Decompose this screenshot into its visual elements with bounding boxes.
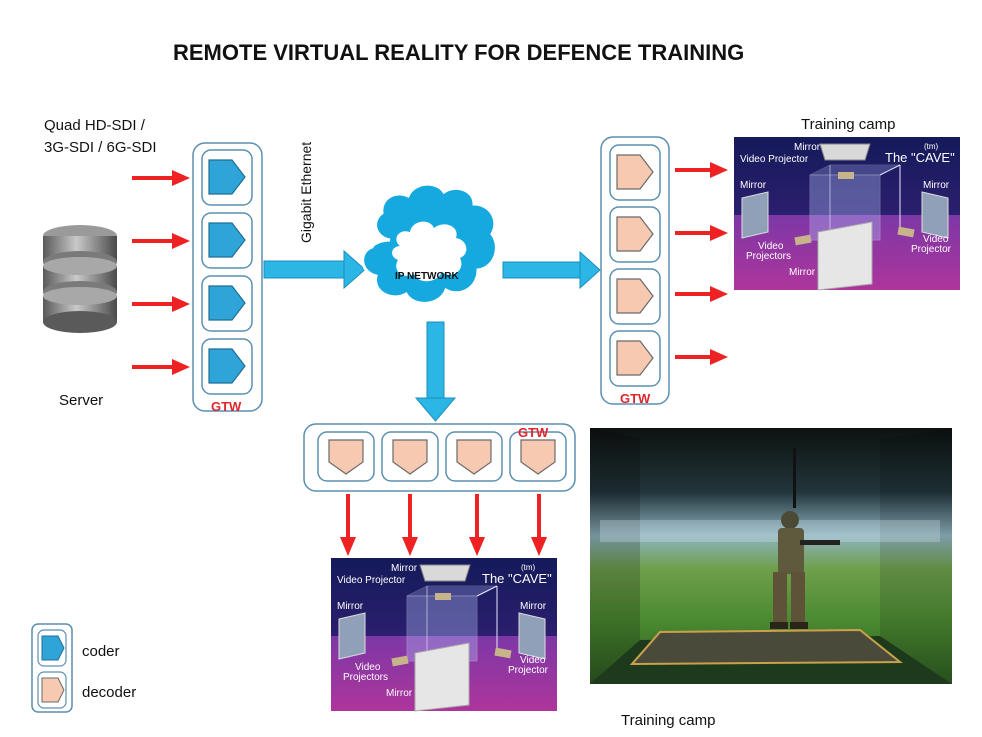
- coder-icon: [208, 222, 246, 258]
- output-arrow: [675, 286, 728, 302]
- coder-unit: [201, 212, 253, 269]
- decoder-unit: [317, 431, 375, 482]
- cave-name: The "CAVE": [482, 571, 552, 586]
- cave-video-projector-right-2: Projector: [508, 665, 549, 676]
- flow-arrow-to-bottom-gateway: [414, 321, 457, 422]
- input-arrow: [132, 296, 190, 312]
- cave-video-projector-right-1: Video: [520, 655, 546, 666]
- decoder-icon: [616, 340, 654, 376]
- cave-mirror-right: Mirror: [520, 601, 547, 612]
- decoder-icon: [328, 439, 364, 475]
- input-arrow: [132, 233, 190, 249]
- flow-arrow-to-right-gateway: [502, 250, 601, 290]
- gateway-label: GTW: [518, 425, 549, 440]
- cave-mirror-right: Mirror: [923, 180, 950, 191]
- legend-coder: [37, 629, 67, 667]
- cave-mirror-top: Mirror: [794, 142, 821, 153]
- page-title: REMOTE VIRTUAL REALITY FOR DEFENCE TRAIN…: [173, 40, 745, 65]
- cave-mirror-left: Mirror: [740, 180, 767, 191]
- coder-icon: [208, 159, 246, 195]
- coder-unit: [201, 338, 253, 395]
- cave-video-projectors-1: Video: [355, 662, 381, 673]
- flow-arrow-to-network: [263, 249, 366, 290]
- training-camp-label: Training camp: [621, 712, 715, 729]
- coder-icon: [208, 285, 246, 321]
- cave-mirror-left: Mirror: [337, 601, 364, 612]
- decoder-unit: [381, 431, 439, 482]
- server-icon: [43, 225, 117, 333]
- coder-unit: [201, 149, 253, 206]
- output-arrow: [340, 494, 356, 556]
- cave-tm: (tm): [521, 563, 536, 572]
- decoder-icon: [616, 278, 654, 314]
- input-label-line1: Quad HD-SDI /: [44, 117, 146, 134]
- coder-unit: [201, 275, 253, 332]
- decoder-icon: [392, 439, 428, 475]
- cave-video-projector-right-1: Video: [923, 234, 949, 245]
- output-arrow: [402, 494, 418, 556]
- decoder-icon: [616, 216, 654, 252]
- decoder-unit: [609, 206, 661, 263]
- legend-coder-label: coder: [82, 643, 120, 660]
- input-arrow: [132, 359, 190, 375]
- coder-icon: [41, 635, 65, 661]
- output-arrow: [469, 494, 485, 556]
- cave-tm: (tm): [924, 142, 939, 151]
- decoder-unit: [445, 431, 503, 482]
- cave-name: The "CAVE": [885, 150, 955, 165]
- cave-video-projector: Video Projector: [740, 154, 809, 165]
- gateway-label: GTW: [211, 399, 242, 414]
- cave-video-projector-right-2: Projector: [911, 244, 952, 255]
- network-label: IP NETWORK: [395, 271, 459, 282]
- decoder-unit: [609, 268, 661, 325]
- decoder-icon: [616, 154, 654, 190]
- training-camp-label: Training camp: [801, 116, 895, 133]
- input-arrow: [132, 170, 190, 186]
- decoder-icon: [456, 439, 492, 475]
- legend-decoder-label: decoder: [82, 684, 136, 701]
- decoder-icon: [41, 677, 65, 703]
- output-arrow: [675, 349, 728, 365]
- input-label-line2: 3G-SDI / 6G-SDI: [44, 139, 157, 156]
- cave-video-projector: Video Projector: [337, 575, 406, 586]
- decoder-unit: [509, 431, 567, 482]
- cave-video-projectors-1: Video: [758, 241, 784, 252]
- ethernet-label: Gigabit Ethernet: [298, 142, 314, 243]
- output-arrow: [675, 162, 728, 178]
- legend-decoder: [37, 671, 67, 709]
- coder-icon: [208, 348, 246, 384]
- cave-mirror-top: Mirror: [391, 563, 418, 574]
- cave-mirror-bottom: Mirror: [386, 688, 413, 699]
- cloud-icon: [361, 182, 498, 305]
- cave-mirror-bottom: Mirror: [789, 267, 816, 278]
- server-label: Server: [59, 392, 103, 409]
- decoder-unit: [609, 144, 661, 201]
- cave-video-projectors-2: Projectors: [746, 251, 791, 262]
- cave-diagram-image: Mirror Video Projector (tm) The "CAVE" M…: [331, 558, 557, 712]
- cave-video-projectors-2: Projectors: [343, 672, 388, 683]
- decoder-icon: [520, 439, 556, 475]
- decoder-unit: [609, 330, 661, 387]
- output-arrow: [675, 225, 728, 241]
- gateway-label: GTW: [620, 391, 651, 406]
- training-photo: [590, 428, 952, 684]
- cave-diagram-image: Mirror Video Projector (tm) The "CAVE" M…: [734, 137, 960, 291]
- output-arrow: [531, 494, 547, 556]
